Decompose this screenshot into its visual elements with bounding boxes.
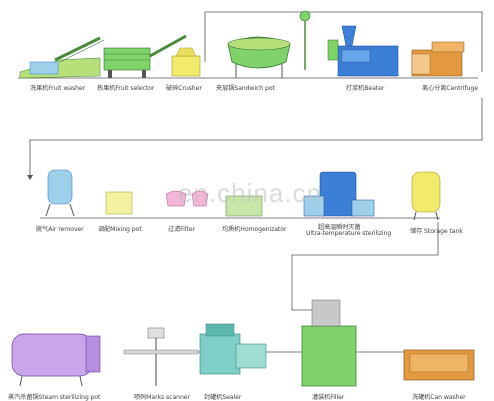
label-fruit-selector: 拣果机Fruit selector <box>97 85 155 92</box>
label-filter: 过滤Filter <box>168 226 195 233</box>
fruit-selector-machine <box>103 34 187 78</box>
sealer-machine <box>199 323 267 375</box>
label-marks-scanner: 喷码Marks scanner <box>134 394 190 401</box>
label-fruit-washer: 洗果机Fruit washer <box>30 85 86 92</box>
label-sealer: 封罐机Sealer <box>204 394 242 401</box>
label-filler: 灌装机Filler <box>312 394 345 401</box>
label-can-washer: 洗罐机Can washer <box>412 394 466 401</box>
label-uht-en: Ultra-temperature sterilizing <box>306 230 392 237</box>
label-crusher: 破碎Crusher <box>166 85 202 92</box>
label-beater: 打浆机Beater <box>346 85 385 92</box>
homogenizator-machine <box>225 195 263 217</box>
connector-row2-row3 <box>291 222 439 311</box>
steam-sterilizing-pot <box>11 333 101 387</box>
label-storage-tank: 储存 Storage tank <box>410 228 463 235</box>
connector-row1-top <box>204 11 483 72</box>
arrow-row2 <box>27 175 33 180</box>
label-homogenizator: 均质机Homogenizator <box>222 226 287 233</box>
centrifuge-machine <box>411 41 465 77</box>
watermark-text: en.china.cn <box>178 178 322 208</box>
can-washer-machine <box>403 349 475 381</box>
air-remover-tank <box>45 169 75 217</box>
connector-row1-row2 <box>29 98 483 175</box>
beater-machine <box>327 25 399 77</box>
filler-machine <box>301 299 357 387</box>
sandwich-pot-machine <box>227 10 311 78</box>
label-mixing-pot: 调配Mixing pot <box>98 226 142 233</box>
uht-sterilizer-machine <box>303 171 375 217</box>
label-centrifuge: 离心分离Centrifuge <box>422 85 478 92</box>
label-steam-sterilizing-pot: 蒸汽杀菌锅Steam sterilizing pot <box>8 394 101 401</box>
fruit-washer-machine <box>19 36 105 79</box>
filter-unit <box>165 190 209 207</box>
label-sandwich-pot: 夹层锅Sandwich pot <box>216 85 275 92</box>
label-air-remover: 脱气Air remover <box>36 226 84 233</box>
mixing-pot <box>105 191 133 215</box>
storage-tank <box>411 171 441 221</box>
label-uht-cn: 超高温瞬时灭菌 <box>318 224 361 231</box>
crusher-machine <box>171 47 201 77</box>
marks-scanner <box>123 327 199 386</box>
